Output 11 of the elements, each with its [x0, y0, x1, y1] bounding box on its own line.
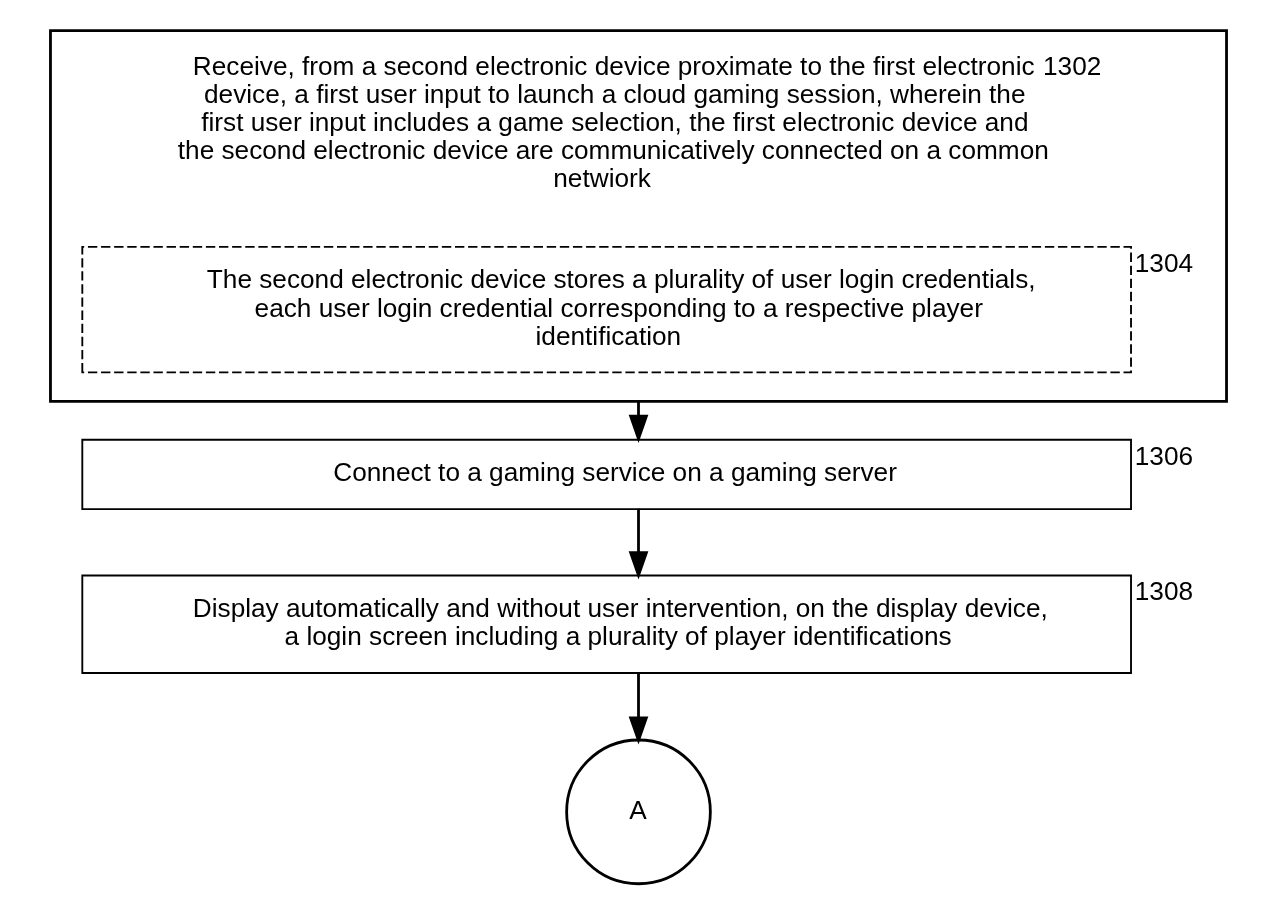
node-label: 1308: [1134, 576, 1194, 607]
node-box: Display automatically and without user intervention, on the display device, a login screen including a plurality of player identifications: [81, 574, 1132, 674]
node-circle: A: [565, 738, 712, 886]
node-box: The second electronic device stores a plurality of user login credentials, each user login credential corresponding to a respective player identification: [81, 245, 1132, 374]
arrow: [628, 673, 649, 745]
node-label: 1304: [1134, 247, 1194, 278]
node-box: Connect to a gaming service on a gaming server: [81, 438, 1132, 510]
arrow: [628, 401, 649, 443]
node-label: 1306: [1134, 440, 1194, 471]
arrow: [628, 508, 649, 580]
node-label: 1302: [1043, 50, 1102, 81]
